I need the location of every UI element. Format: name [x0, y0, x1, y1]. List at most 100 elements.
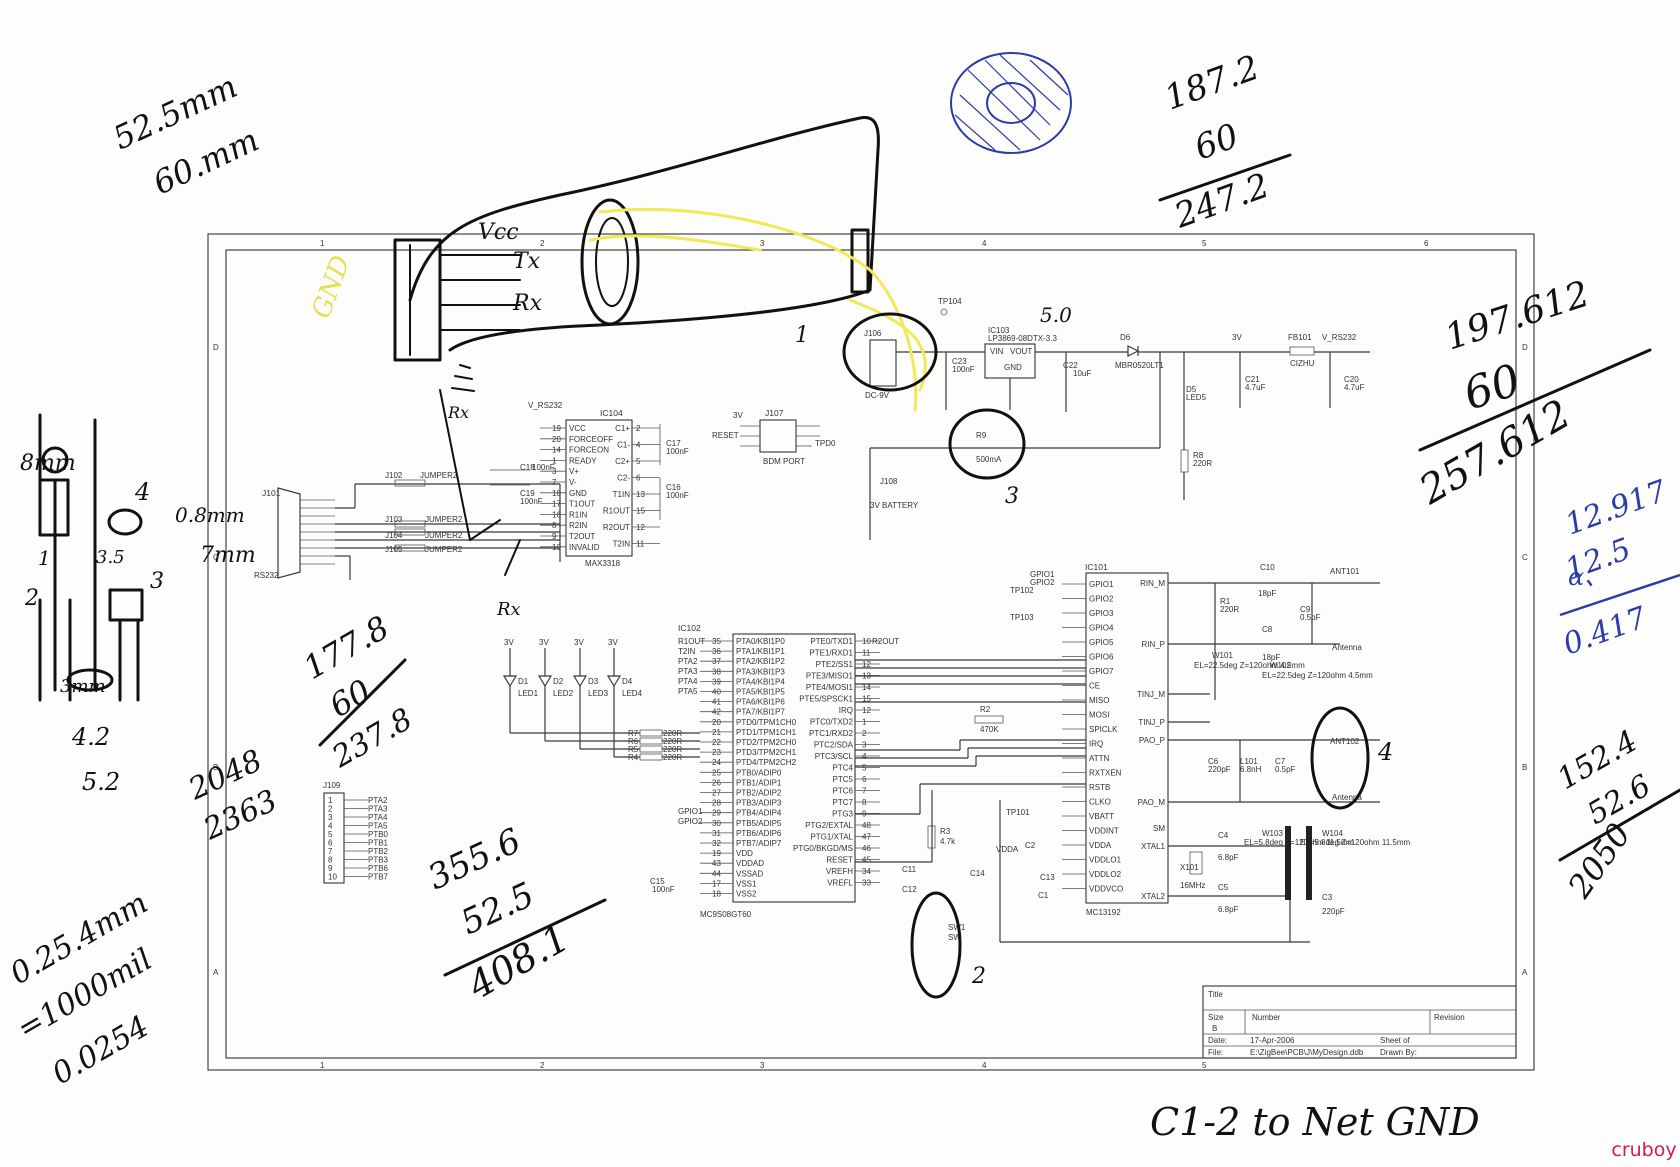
ic102-net-label: PTA4	[678, 677, 698, 686]
ic103-pin: GND	[1004, 363, 1022, 372]
ic102-pin-name: PTD2/TPM2CH0	[736, 738, 797, 747]
jumper-ref: J103	[385, 515, 403, 524]
ic102-pin-name: PTG3	[832, 810, 853, 819]
ic102-pin-name: PTA3/KBI1P3	[736, 667, 785, 676]
ic104-pin-number: 15	[636, 507, 645, 516]
ic102-pin-number: 37	[712, 657, 721, 666]
blue-coil-sketch	[951, 53, 1071, 153]
ic101-pin-name: XTAL2	[1141, 892, 1165, 901]
ic101-part: MC13192	[1086, 908, 1121, 917]
ic102-pin-name: IRQ	[839, 706, 853, 715]
ic102-net-label: T2IN	[678, 647, 696, 656]
ic104-pin-number: 14	[552, 446, 561, 455]
ic102-net-label: PTA2	[678, 657, 698, 666]
conn-label-x: Rx	[447, 403, 469, 422]
ic104-pin-number: 12	[636, 523, 645, 532]
c2-label: C2	[1025, 841, 1036, 850]
tp104-label: TP104	[938, 297, 962, 306]
marker-2: 2	[971, 964, 986, 989]
ic102-pin-number: 28	[712, 799, 721, 808]
led-icon	[504, 676, 516, 686]
calc-line: 12.917	[1561, 473, 1672, 542]
ic101-pin-name: GPIO3	[1089, 609, 1114, 618]
size-value: B	[1212, 1024, 1217, 1033]
ic102-pin-name: PTC6	[833, 787, 854, 796]
cap-value: 100nF	[666, 491, 689, 500]
ic103-part: LP3869-08DTX-3.3	[988, 334, 1057, 343]
calc-bottom-mid: 355.6 52.5 408.1	[422, 821, 605, 1009]
r8-value: 220R	[1193, 459, 1212, 468]
ic102-pin-number: 25	[712, 768, 721, 777]
ic102-pin-name: PTC7	[833, 798, 854, 807]
rf-section: C10 18pF R1 220R C9 0.5pF C8 18pF ANT101…	[902, 563, 1410, 942]
ic104-pin-number: 8	[552, 521, 557, 530]
ic104-pin-name: T1OUT	[569, 500, 595, 509]
grid-col-label: 1	[320, 1061, 325, 1070]
ic101-pin-name: VDDVCO	[1089, 885, 1123, 894]
j107-net: 3V	[733, 411, 743, 420]
ic102-pin-number: 38	[712, 667, 721, 676]
battery-label: 3V BATTERY	[870, 501, 919, 510]
ic102-pin-number: 41	[712, 698, 721, 707]
jumper-label: JUMPER2	[425, 545, 463, 554]
w104-desc: EL=5.8deg Z=120ohm 11.5mm	[1300, 838, 1410, 847]
ic102-pin-name: VSSAD	[736, 869, 763, 878]
c22-value: 10uF	[1073, 369, 1091, 378]
c3-label: C3	[1322, 893, 1333, 902]
ic101-pin-name: RXTXEN	[1089, 769, 1122, 778]
ic104-pin-name: V+	[569, 467, 579, 476]
calc-line: 187.2	[1159, 48, 1264, 119]
ic102-pin-name: PTA6/KBI1P6	[736, 698, 785, 707]
ic101-gpio-net: GPIO2	[1030, 578, 1055, 587]
ic102-pin-name: PTB4/ADIP4	[736, 809, 782, 818]
ic101-pin-name: VDDA	[1089, 841, 1112, 850]
ic102-pin-number: 3	[862, 741, 867, 750]
ic102-pin-number: 22	[712, 738, 721, 747]
ic104-pin-name: R2IN	[569, 521, 587, 530]
ic102-pin-name: PTE1/RXD1	[809, 649, 853, 658]
ic101-pin-name: VDDLO2	[1089, 870, 1122, 879]
j109-ref: J109	[323, 781, 341, 790]
ic104-pin-name: GND	[569, 489, 587, 498]
ic102-pin-number: 24	[712, 758, 721, 767]
d6-label: D6	[1120, 333, 1131, 342]
ic101-pin-name: RSTB	[1089, 783, 1110, 792]
ic102-pin-name: VDDAD	[736, 859, 764, 868]
calc-left-mid: 177.8 60 237.8	[297, 608, 418, 775]
j109-pin-number: 10	[328, 873, 337, 882]
ic102-pin-number: 39	[712, 677, 721, 686]
left-conversion-notes: 0.25.4mm =1000mil 0.0254	[5, 885, 159, 1091]
title-label: Title	[1208, 990, 1223, 999]
date-label: Date:	[1208, 1036, 1227, 1045]
ic102-net-right: R2OUT	[872, 637, 899, 646]
ic102-pin-name: PTE4/MOSI1	[806, 683, 854, 692]
ic102-net-label: PTA5	[678, 687, 698, 696]
left-dim: 7mm	[200, 543, 256, 568]
ic102-pin-name: PTG0/BKGD/MS	[793, 844, 853, 853]
j107-net: RESET	[712, 431, 739, 440]
calc-right-blue: α、 12.917 12.5 0.417	[1559, 473, 1680, 662]
ic104-pin-number: 19	[552, 424, 561, 433]
c8-label: C8	[1262, 625, 1273, 634]
resistor-icon	[640, 746, 662, 752]
led-part: LED3	[588, 689, 609, 698]
ic102-pin-name: VREFL	[827, 879, 853, 888]
ic102-pin-name: PTC5	[833, 775, 854, 784]
led-part: LED1	[518, 689, 539, 698]
ic104-pin-name: T2IN	[613, 540, 631, 549]
ic102-pin-number: 19	[712, 849, 721, 858]
sheet-label: Sheet of	[1380, 1036, 1411, 1045]
c14-label: C14	[970, 869, 985, 878]
ic104-pin-name: INVALID	[569, 543, 600, 552]
r2-value: 470K	[980, 725, 999, 734]
c4-label: C4	[1218, 831, 1229, 840]
ic102-pin-name: PTB3/ADIP3	[736, 799, 782, 808]
yellow-gnd: GND	[306, 252, 356, 323]
ic102-pin-name: PTA7/KBI1P7	[736, 708, 785, 717]
ic102-part: MC9S08GT60	[700, 910, 752, 919]
grid-row-label: B	[1522, 763, 1527, 772]
ic104-pin-number: 9	[552, 532, 557, 541]
ic103-pin: VOUT	[1010, 347, 1032, 356]
left-dim: 5.2	[82, 768, 120, 796]
ic102-net-label: GPIO2	[678, 817, 703, 826]
